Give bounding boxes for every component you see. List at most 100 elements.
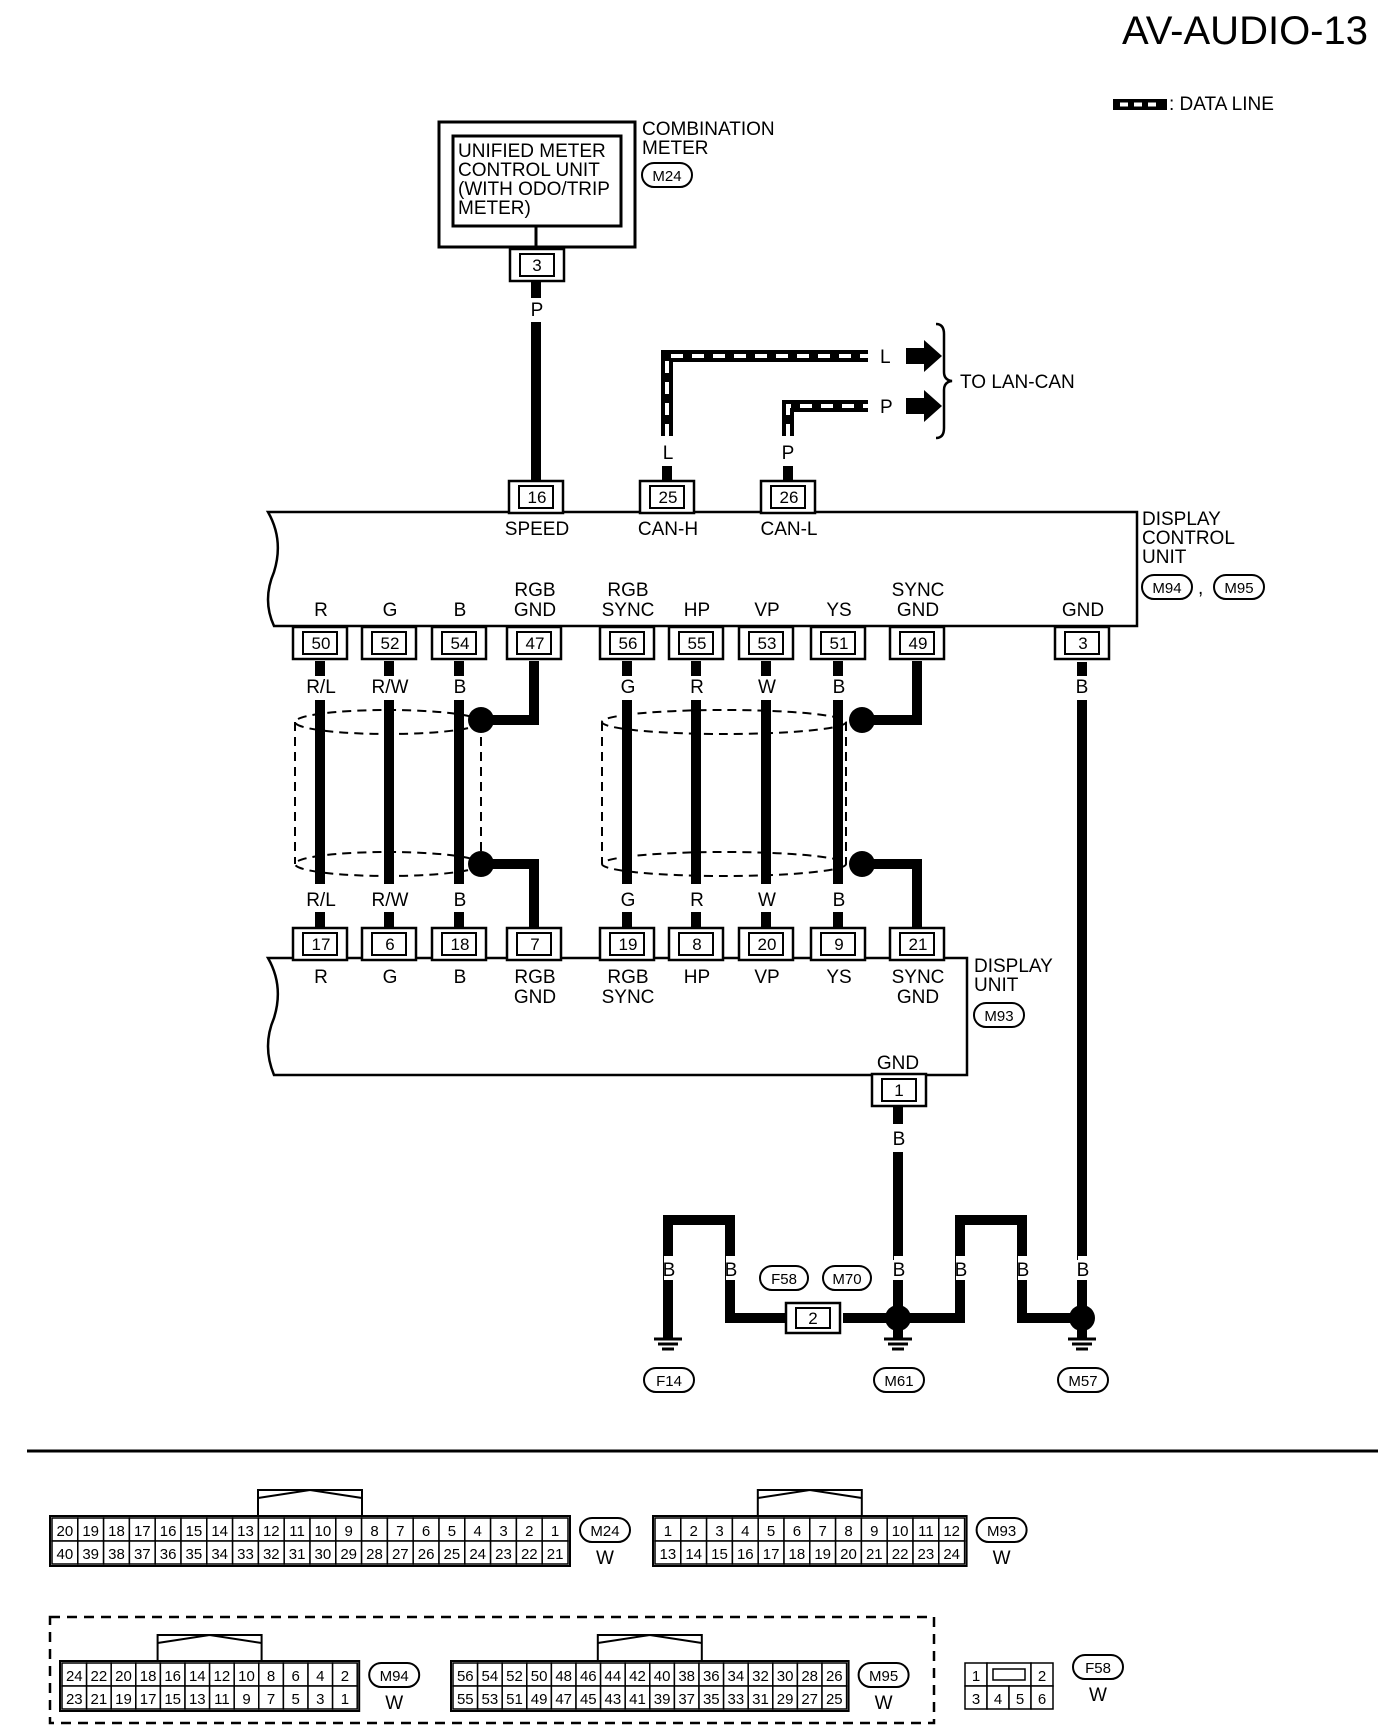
pin-number: 21	[909, 935, 928, 954]
dcu-pin-25: 25	[638, 479, 696, 515]
cavity-number: 12	[943, 1523, 960, 1540]
cavity-number: 39	[82, 1546, 99, 1563]
dcu-pin-54: 54	[430, 625, 488, 661]
cavity-number: 17	[134, 1523, 151, 1540]
dcu-pin-49: 49	[888, 625, 946, 661]
cavity-number: 28	[366, 1546, 383, 1563]
connector-name: M95	[869, 1668, 898, 1685]
cavity-number: 35	[703, 1691, 720, 1708]
dcu-signal-label: GND	[514, 600, 556, 621]
dcu-bottom-pins: R50G52B54RGBGND47RGBSYNC56HP55VP53YS51SY…	[291, 580, 1111, 661]
dcu-signal-label: SYNC	[892, 580, 945, 601]
can-l-wire-color-right: P	[880, 397, 893, 418]
cavity-number: 5	[448, 1523, 456, 1540]
cavity-number: 37	[134, 1546, 151, 1563]
cavity-number: 23	[66, 1691, 83, 1708]
display-unit-signal-label: HP	[684, 967, 710, 988]
display-unit-pin-8: 8	[667, 926, 725, 962]
dcu-pin-53: 53	[737, 625, 795, 661]
cavity-number: 38	[678, 1668, 695, 1685]
cavity-number: 4	[741, 1523, 749, 1540]
dcu-signal-label: VP	[754, 600, 779, 621]
cavity-number: 24	[943, 1546, 960, 1563]
meter-wire-color: P	[531, 300, 544, 321]
cavity-number: 18	[789, 1546, 806, 1563]
connector-color: W	[1089, 1685, 1107, 1706]
ground-wire-color: B	[893, 1260, 906, 1281]
cavity-number: 19	[814, 1546, 831, 1563]
display-unit-signal-label: RGB	[514, 967, 555, 988]
wire-color-label: R	[690, 890, 704, 911]
connector-name: M24	[590, 1523, 619, 1540]
display-unit-signal-label: G	[383, 967, 398, 988]
shielded-harness	[294, 661, 922, 930]
cavity-number: 8	[370, 1523, 378, 1540]
cavity-number: 13	[660, 1546, 677, 1563]
cavity-number: 33	[237, 1546, 254, 1563]
dcu-gnd-wire-top: B	[1076, 677, 1089, 698]
cavity-number: 3	[972, 1691, 980, 1708]
dcu-pin-26: 26	[759, 479, 817, 515]
cavity-number: 40	[654, 1668, 671, 1685]
display-unit-signal-label: R	[314, 967, 328, 988]
wire-color-label: B	[454, 677, 467, 698]
pin-number: 49	[909, 634, 928, 653]
dcu-signal-label: SPEED	[505, 519, 569, 540]
cavity-number: 4	[474, 1523, 482, 1540]
pin-number: 52	[381, 634, 400, 653]
cavity-number: 37	[678, 1691, 695, 1708]
display-unit: DISPLAY UNIT M93 GND	[265, 956, 1053, 1077]
cavity-number: 20	[840, 1546, 857, 1563]
pin-number: 8	[692, 935, 701, 954]
cavity-number: 21	[91, 1691, 108, 1708]
cavity-number: 18	[108, 1523, 125, 1540]
can-h-arrow-icon	[906, 340, 942, 372]
cavity-number: 28	[801, 1668, 818, 1685]
cavity-number: 11	[289, 1523, 305, 1540]
dcu-signal-label: CAN-L	[760, 519, 817, 540]
dcu-signal-label: RGB	[607, 580, 648, 601]
dcu-name-1: DISPLAY	[1142, 509, 1221, 530]
cavity-number: 11	[214, 1691, 230, 1708]
display-unit-top-pins: 17R6G18B7RGBGND19RGBSYNC8HP20VP9YS21SYNC…	[291, 926, 946, 1008]
cavity-number: 32	[752, 1668, 769, 1685]
cavity-number: 10	[238, 1668, 255, 1685]
cavity-number: 13	[189, 1691, 206, 1708]
cavity-number: 15	[711, 1546, 728, 1563]
combination-meter: UNIFIED METER CONTROL UNIT (WITH ODO/TRI…	[437, 119, 775, 250]
ground-wire-color: B	[1077, 1260, 1090, 1281]
wire-color-label: B	[454, 890, 467, 911]
dcu-signal-label: GND	[897, 600, 939, 621]
pin-number: 56	[619, 634, 638, 653]
dcu-signal-label: GND	[1062, 600, 1104, 621]
connector-name: M93	[987, 1523, 1016, 1540]
display-unit-pin-21: 21	[888, 926, 946, 962]
pin-number: 16	[528, 488, 547, 507]
dcu-pin-47: 47	[505, 625, 563, 661]
can-l-wire-color: P	[782, 443, 795, 464]
display-unit-signal-label: SYNC	[892, 967, 945, 988]
joint-connector-m70: M70	[832, 1271, 861, 1288]
display-unit-pin-6: 6	[360, 926, 418, 962]
cavity-number: 36	[160, 1546, 177, 1563]
display-unit-pin-9: 9	[809, 926, 867, 962]
pin-number: 55	[688, 634, 707, 653]
wire-color-label: R/L	[306, 890, 336, 911]
cavity-number: 51	[506, 1691, 523, 1708]
cavity-number: 7	[819, 1523, 827, 1540]
meter-pin-number: 3	[532, 256, 541, 275]
cavity-number: 6	[422, 1523, 430, 1540]
dcu-signal-label: R	[314, 600, 328, 621]
pin-number: 51	[830, 634, 849, 653]
unified-meter-line-2: CONTROL UNIT	[458, 160, 600, 181]
cavity-number: 30	[777, 1668, 794, 1685]
pin-number: 19	[619, 935, 638, 954]
can-l-arrow-icon	[906, 390, 942, 422]
cavity-number: 1	[972, 1668, 980, 1685]
wire-color-label: G	[621, 677, 636, 698]
lan-can-label: TO LAN-CAN	[960, 372, 1075, 393]
connector-color: W	[596, 1548, 614, 1569]
cavity-number: 22	[892, 1546, 909, 1563]
